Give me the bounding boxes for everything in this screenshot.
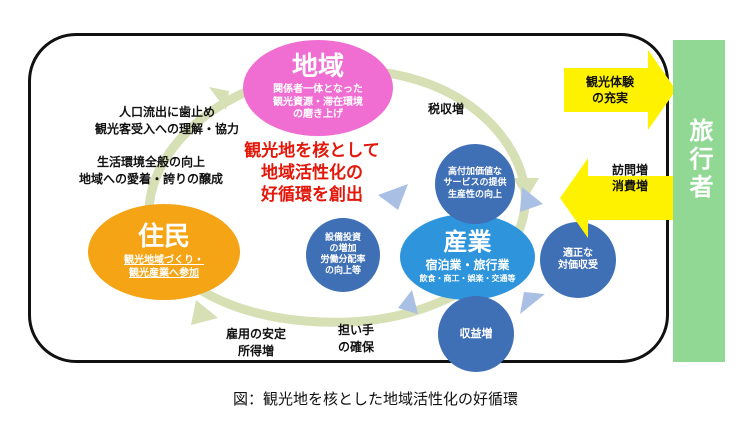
traveler-box [673, 40, 725, 362]
invest-node: 設備投資 の増加 労働分配率 の向上等 [306, 218, 380, 292]
label-experience: 観光体験 の充実 [585, 75, 634, 106]
figure-caption: 図：観光地を核とした地域活性化の好循環 [232, 390, 518, 408]
residents-subtitle: 観光地域づくり・ 観光産業へ参加 [124, 255, 204, 279]
label-workers: 担い手 の確保 [337, 323, 374, 354]
traveler-arrows [560, 50, 676, 238]
arrow-fair-to-profit [520, 292, 545, 314]
residents-node: 住民 観光地域づくり・ 観光産業へ参加 [88, 204, 240, 300]
region-subtitle: 関係者一体となった 観光資源・滞在環境 の磨き上げ [273, 84, 363, 121]
arrow-from-traveler [560, 158, 676, 238]
label-visits: 訪問増 消費増 [611, 163, 648, 194]
region-title: 地域 [291, 52, 344, 83]
arrow-invest-to-value [378, 184, 408, 210]
arrow-value-to-fair [520, 187, 543, 212]
arrow-profit-to-invest [398, 290, 418, 314]
profit-node: 収益増 [438, 296, 514, 372]
cycle-ring [144, 65, 530, 327]
invest-text: 設備投資 の増加 労働分配率 の向上等 [320, 232, 366, 277]
profit-text: 収益増 [459, 327, 493, 341]
cycle-arrowhead-left [209, 87, 229, 110]
traveler-label: 旅行者 [685, 118, 713, 202]
label-employment: 雇用の安定 所得増 [225, 327, 286, 358]
industry-subtitle: 宿泊業・旅行業 [425, 258, 510, 273]
fair-price-text: 適正な 対価収受 [558, 247, 598, 272]
cycle-arrowhead-right [513, 178, 539, 200]
arrow-to-traveler [564, 50, 676, 130]
value-add-text: 高付加価値な サービスの提供 生産性の向上 [443, 167, 507, 200]
industry-title: 産業 [443, 227, 492, 256]
residents-title: 住民 [137, 221, 190, 252]
label-outflow: 人口流出に歯止め 観光客受入への理解・協力 [94, 105, 239, 136]
label-tax: 税収増 [427, 102, 464, 116]
center-statement: 観光地を核として 地域活性化の 好循環を創出 [244, 141, 380, 206]
industry-subtitle-2: 飲食・商工・娯楽・交通等 [419, 274, 516, 284]
value-add-node: 高付加価値な サービスの提供 生産性の向上 [435, 144, 515, 224]
industry-node: 産業 宿泊業・旅行業 飲食・商工・娯楽・交通等 [400, 214, 535, 300]
fair-price-node: 適正な 対価収受 [540, 222, 616, 298]
region-node: 地域 関係者一体となった 観光資源・滞在環境 の磨き上げ [243, 40, 393, 136]
cycle-arrowhead-bottom [191, 300, 218, 325]
label-living: 生活環境全般の向上 地域への愛着・誇りの醸成 [78, 155, 223, 186]
